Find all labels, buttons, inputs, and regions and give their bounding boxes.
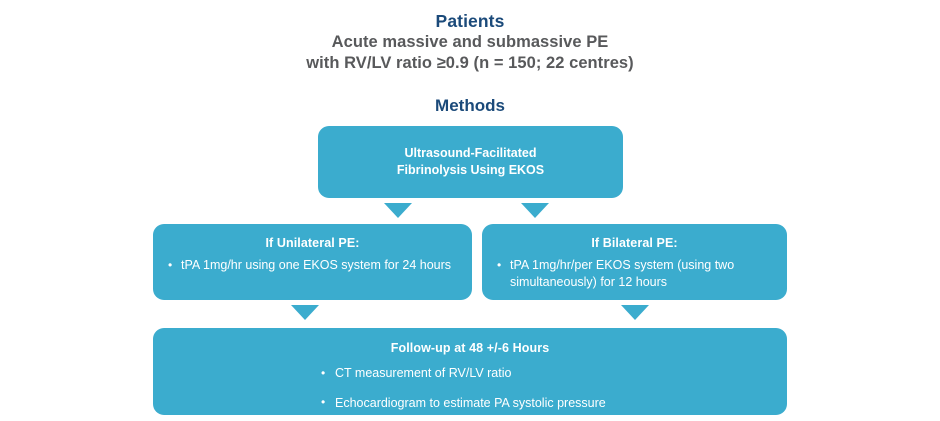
bilateral-pe-bullet-list: tPA 1mg/hr/per EKOS system (using two si…: [496, 257, 773, 290]
list-item: Echocardiogram to estimate PA systolic p…: [320, 394, 620, 412]
followup-heading: Follow-up at 48 +/-6 Hours: [390, 341, 550, 355]
methods-box: Ultrasound-Facilitated Fibrinolysis Usin…: [318, 126, 623, 198]
unilateral-pe-box: If Unilateral PE: tPA 1mg/hr using one E…: [153, 224, 472, 300]
bilateral-pe-box: If Bilateral PE: tPA 1mg/hr/per EKOS sys…: [482, 224, 787, 300]
unilateral-pe-heading: If Unilateral PE:: [265, 236, 360, 250]
arrow-down-icon-methods-to-unilateral: [384, 203, 412, 218]
arrow-down-icon-methods-to-bilateral: [521, 203, 549, 218]
list-item: tPA 1mg/hr using one EKOS system for 24 …: [167, 257, 458, 274]
followup-box: Follow-up at 48 +/-6 Hours CT measuremen…: [153, 328, 787, 415]
arrow-down-icon-bilateral-to-followup: [621, 305, 649, 320]
methods-box-line1: Ultrasound-Facilitated: [404, 146, 537, 160]
methods-section-title: Methods: [435, 96, 505, 115]
patients-header: Patients Acute massive and submassive PE…: [0, 10, 940, 74]
page-title: Patients: [435, 11, 505, 31]
list-item: CT measurement of RV/LV ratio: [320, 365, 620, 382]
followup-bullet-list: CT measurement of RV/LV ratio Echocardio…: [320, 365, 620, 411]
list-item: tPA 1mg/hr/per EKOS system (using two si…: [496, 257, 773, 290]
bilateral-pe-heading: If Bilateral PE:: [591, 236, 678, 250]
unilateral-pe-bullet-list: tPA 1mg/hr using one EKOS system for 24 …: [167, 257, 458, 274]
methods-box-line2: Fibrinolysis Using EKOS: [396, 163, 545, 177]
patients-subtitle-line1: Acute massive and submassive PE: [331, 33, 609, 51]
patients-subtitle-line2: with RV/LV ratio ≥0.9 (n = 150; 22 centr…: [306, 54, 634, 72]
arrow-down-icon-unilateral-to-followup: [291, 305, 319, 320]
